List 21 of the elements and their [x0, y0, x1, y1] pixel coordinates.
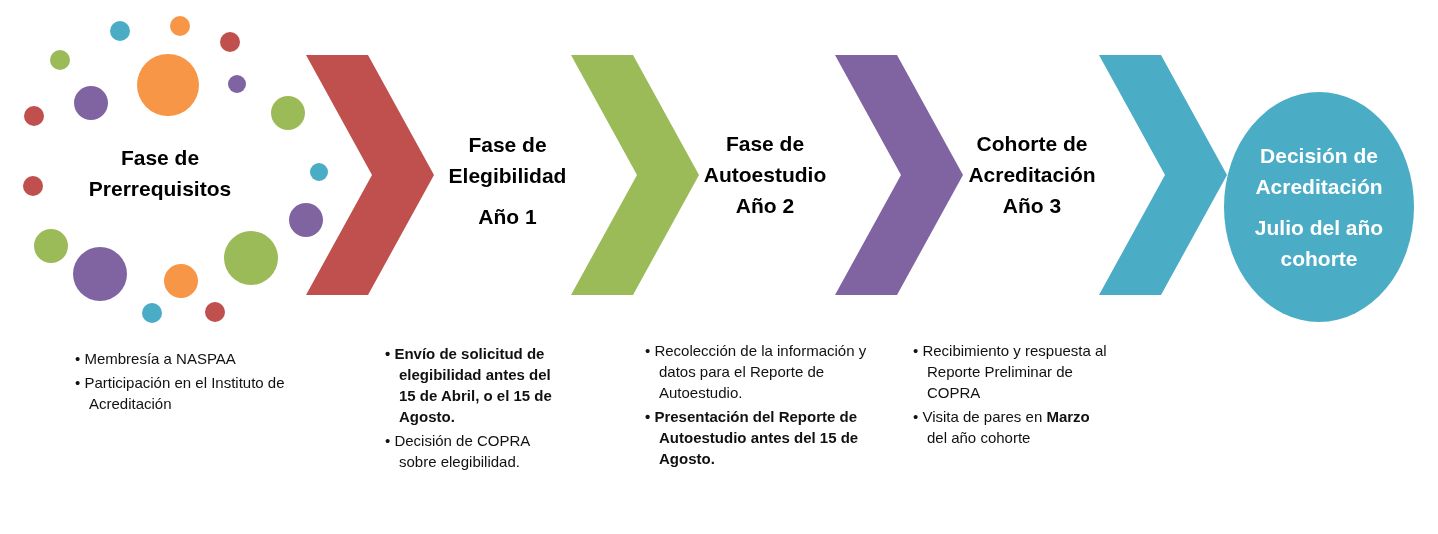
- bullet-text: • Presentación del Reporte de Autoestudio antes del 15 de Agosto.: [645, 407, 860, 469]
- chevron-arrow: [571, 55, 699, 295]
- chevron-arrow: [1099, 55, 1227, 295]
- phase-title: Año 3: [1002, 192, 1062, 219]
- bullet-text: • Recolección de la información y datos para el Reporte de Autoestudio.: [645, 341, 868, 403]
- phase-title: Fase de Prerrequisitos: [87, 144, 233, 202]
- phase-title: Fase de Autoestudio: [702, 130, 828, 188]
- phase-title: Año 2: [735, 192, 795, 219]
- bullet-text: • Visita de pares en Marzo del año cohorte: [913, 407, 1091, 448]
- ellipse-text: Julio del año cohorte: [1253, 215, 1385, 272]
- phase-title: Año 1: [478, 203, 537, 230]
- ellipse-text: Decisión de Acreditación: [1254, 143, 1384, 200]
- bullet-text: • Participación en el Instituto de Acreditación: [75, 373, 286, 414]
- phase-title: Cohorte de Acreditación: [967, 130, 1097, 188]
- bullet-text: • Envío de solicitud de elegibilidad antes del 15 de Abril, o el 15 de Agosto.: [385, 344, 553, 427]
- bullet-text: • Membresía a NASPAA: [75, 349, 237, 369]
- bullet-text: • Recibimiento y respuesta al Reporte Preliminar de COPRA: [913, 341, 1108, 403]
- chevron-arrow: [306, 55, 434, 295]
- chevron-arrow: [835, 55, 963, 295]
- bullet-text: • Decisión de COPRA sobre elegibilidad.: [385, 431, 531, 472]
- phase-title: Fase de Elegibilidad: [447, 131, 568, 189]
